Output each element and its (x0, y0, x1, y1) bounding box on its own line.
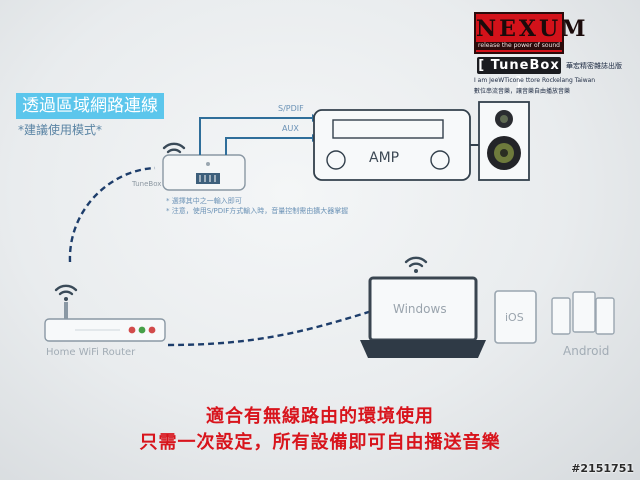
nexum-logo: NEXUM release the power of sound (474, 12, 586, 54)
amplifier (313, 109, 471, 181)
windows-laptop (360, 276, 486, 358)
note-2: * 注意，使用S/PDIF方式輸入時，音量控制需由擴大器掌握 (166, 207, 349, 215)
android-label: Android (563, 344, 610, 358)
router-wifi-icon (54, 284, 78, 301)
aux-connection (225, 134, 319, 155)
speaker (478, 101, 530, 181)
badge-bracket-right: ] (515, 75, 523, 90)
bottom-text-line-1: 適合有無線路由的環境使用 (206, 406, 434, 427)
spdif-connection (199, 114, 319, 155)
bottom-text-line-2: 只需一次設定，所有設備即可自由播送音樂 (139, 432, 501, 453)
router-device (44, 302, 166, 342)
tunebox-badge-text: TuneBox (490, 58, 560, 73)
logo-tagline: release the power of sound (476, 42, 562, 50)
laptop-wifi-icon (404, 256, 428, 273)
badge-bracket-left: [ (478, 58, 486, 73)
tunebox-device (162, 154, 246, 191)
brand-slogan-cn: 數位串流音樂，讓音樂自由播放音樂 (474, 88, 571, 95)
tunebox-label: TuneBox (132, 180, 162, 188)
router-laptop-link (167, 309, 373, 347)
router-tunebox-link (68, 166, 156, 263)
slide-title: 透過區域網路連線 (16, 93, 164, 119)
ios-label: iOS (505, 311, 524, 324)
spdif-label: S/PDIF (278, 104, 304, 113)
amp-label: AMP (369, 150, 400, 166)
router-label: Home WiFi Router (46, 347, 136, 358)
note-1: * 選擇其中之一輸入即可 (166, 197, 242, 205)
slide-subtitle: *建議使用模式* (18, 123, 103, 137)
image-watermark: #2151751 (571, 462, 634, 475)
ios-tablet (494, 290, 537, 344)
brand-slogan-en: I am JeeWTicone ttore Rockelang Taiwan (474, 77, 596, 84)
windows-label: Windows (393, 302, 447, 316)
android-phones (551, 291, 615, 335)
tunebox-badge: [ TuneBox ] (477, 57, 561, 90)
aux-label: AUX (282, 124, 299, 133)
brand-chinese-caption: 華宏精密雜誌出版 (566, 62, 622, 70)
